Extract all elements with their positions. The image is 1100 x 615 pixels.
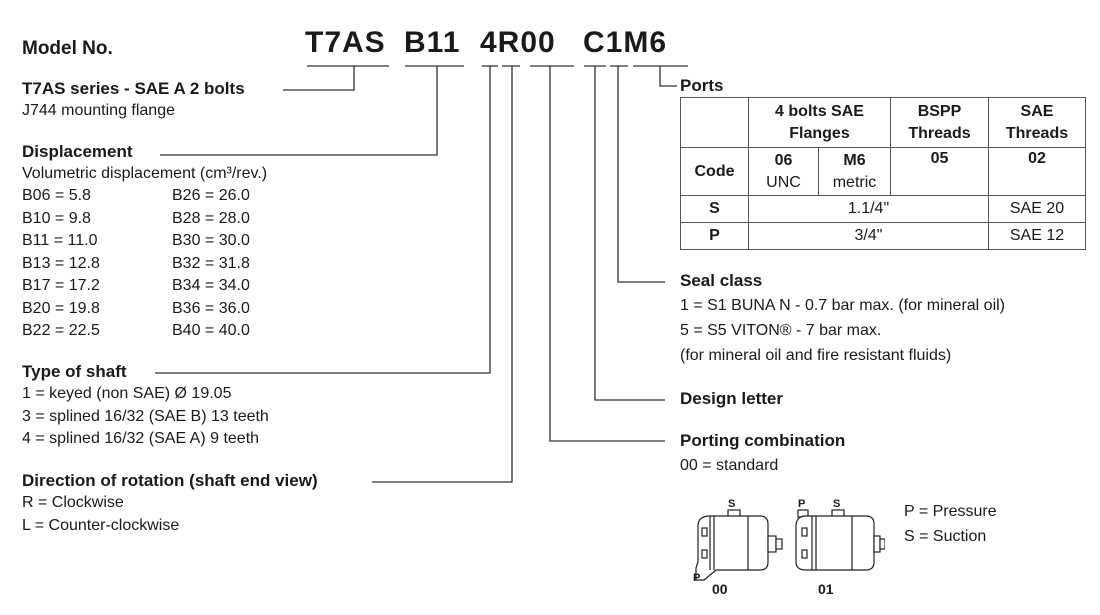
drawing-00-label: 00	[712, 581, 728, 597]
shaft-item: 1 = keyed (non SAE) Ø 19.05	[22, 385, 232, 402]
rotation-item: R = Clockwise	[22, 494, 124, 511]
drawing-00-s-label: S	[728, 498, 736, 510]
model-number-title: Model No.	[22, 38, 113, 59]
displacement-item: B11 = 11.0	[22, 232, 98, 249]
model-code-seg4: C1M6	[583, 26, 668, 59]
porting-item: 00 = standard	[680, 457, 779, 474]
drawing-01-label: 01	[818, 581, 834, 597]
ports-table: 4 bolts SAE Flanges BSPP Threads SAE Thr…	[680, 97, 1086, 250]
seal-item: 5 = S5 VITON® - 7 bar max.	[680, 322, 882, 339]
displacement-item: B40 = 40.0	[172, 322, 250, 339]
design-heading: Design letter	[680, 389, 783, 408]
pump-body	[695, 515, 769, 581]
ports-code-m6: M6 metric	[818, 147, 891, 196]
drawing-01-s-label: S	[833, 498, 841, 510]
leader-series	[283, 66, 355, 91]
seal-item: 1 = S1 BUNA N - 0.7 bar max. (for minera…	[680, 297, 1005, 314]
drawing-01-p-label: P	[798, 498, 806, 510]
ports-hdr-bspp: BSPP Threads	[890, 97, 989, 148]
displacement-item: B26 = 26.0	[172, 187, 250, 204]
seal-item: (for mineral oil and fire resistant flui…	[680, 347, 952, 364]
series-heading: T7AS series - SAE A 2 bolts	[22, 79, 245, 98]
porting-heading: Porting combination	[680, 431, 846, 450]
displacement-item: B13 = 12.8	[22, 254, 100, 272]
displacement-item: B28 = 28.0	[172, 209, 250, 227]
legend-suction: S = Suction	[904, 528, 987, 545]
ports-code-06: 06 UNC	[748, 147, 819, 196]
pump-drawing-00	[695, 509, 783, 581]
ports-hdr-sae: SAE Threads	[988, 97, 1086, 148]
leader-rotation	[372, 66, 513, 483]
displacement-item: B34 = 34.0	[172, 277, 250, 294]
leader-displacement	[160, 66, 438, 156]
pump-body	[795, 515, 875, 571]
ports-row-s-sae: SAE 20	[988, 195, 1086, 223]
displacement-col2: B26 = 26.0 B28 = 28.0 B30 = 30.0 B32 = 3…	[172, 185, 250, 343]
displacement-item: B22 = 22.5	[22, 322, 100, 339]
displacement-item: B06 = 5.8	[22, 187, 91, 204]
displacement-col1: B06 = 5.8 B10 = 9.8 B11 = 11.0 B13 = 12.…	[22, 185, 100, 343]
ports-empty-cell	[680, 97, 749, 148]
pump-drawing-01	[795, 509, 885, 571]
ports-row-p-label: P	[680, 222, 749, 250]
rotation-list: R = Clockwise L = Counter-clockwise	[22, 492, 179, 537]
seal-heading: Seal class	[680, 271, 763, 290]
shaft-item: 4 = splined 16/32 (SAE A) 9 teeth	[22, 430, 260, 447]
displacement-item: B10 = 9.8	[22, 209, 91, 227]
ports-heading: Ports	[680, 76, 724, 95]
ports-row-p-sae: SAE 12	[988, 222, 1086, 250]
model-code-seg1: T7AS	[305, 26, 386, 59]
legend-pressure: P = Pressure	[904, 503, 997, 520]
displacement-item: B36 = 36.0	[172, 299, 250, 317]
displacement-heading: Displacement	[22, 142, 133, 161]
leader-design	[594, 66, 665, 401]
drawing-00-p-label: P	[693, 572, 701, 584]
leader-ports	[659, 66, 677, 87]
series-line: J744 mounting flange	[22, 102, 175, 119]
rotation-item: L = Counter-clockwise	[22, 516, 180, 534]
model-code-seg3: 4R00	[480, 26, 556, 59]
ports-code-02: 02	[988, 147, 1086, 196]
displacement-item: B17 = 17.2	[22, 277, 100, 294]
ports-code-05: 05	[890, 147, 989, 196]
model-code-seg2: B11	[404, 26, 461, 59]
shaft-list: 1 = keyed (non SAE) Ø 19.05 3 = splined …	[22, 383, 269, 451]
ports-row-s-label: S	[680, 195, 749, 223]
ports-code-label: Code	[680, 147, 749, 196]
shaft-heading: Type of shaft	[22, 362, 127, 381]
seal-list: 1 = S1 BUNA N - 0.7 bar max. (for minera…	[680, 293, 1005, 368]
shaft-item: 3 = splined 16/32 (SAE B) 13 teeth	[22, 407, 269, 425]
ports-row-s-value: 1.1/4"	[748, 195, 989, 223]
leader-porting	[549, 66, 665, 442]
displacement-item: B32 = 31.8	[172, 254, 250, 272]
displacement-item: B20 = 19.8	[22, 299, 100, 317]
ports-hdr-flanges: 4 bolts SAE Flanges	[748, 97, 891, 148]
displacement-item: B30 = 30.0	[172, 232, 250, 249]
rotation-heading: Direction of rotation (shaft end view)	[22, 471, 318, 490]
leader-shaft	[155, 66, 491, 374]
leader-seal	[617, 66, 665, 283]
ports-row-p-value: 3/4"	[748, 222, 989, 250]
displacement-subheading: Volumetric displacement (cm³/rev.)	[22, 165, 268, 182]
